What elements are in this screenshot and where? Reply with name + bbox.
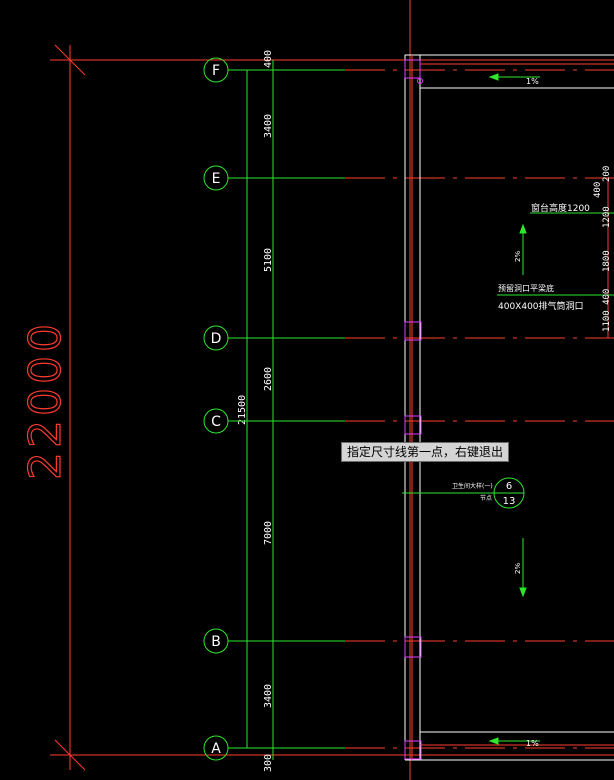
detail-sheet: 13 xyxy=(503,496,516,507)
slope-bottom-text: 1% xyxy=(526,739,539,748)
slope-arrow-top xyxy=(488,73,540,81)
inner-red-walls xyxy=(411,55,614,760)
dim-seg-6: 3400 xyxy=(263,684,274,708)
detail-text: 卫生间大样(一) xyxy=(452,482,493,490)
slope-mid-1-text: 2% xyxy=(514,251,522,262)
side-dim-4: 1100 400 xyxy=(602,289,612,332)
side-dim-5: 200 xyxy=(602,166,612,182)
slope-top-text: 1% xyxy=(526,77,539,86)
dim-seg-3: 5100 xyxy=(263,248,274,272)
axis-bubble-B: B xyxy=(203,628,247,654)
window-sill-text: 窗台高度1200 xyxy=(531,202,590,214)
dim-seg-7: 300 xyxy=(263,754,274,772)
command-tooltip: 指定尺寸线第一点，右键退出 xyxy=(341,442,510,462)
axis-bubble-A: A xyxy=(203,735,247,761)
axis-label-E: E xyxy=(212,171,221,187)
dim-seg-1: 400 xyxy=(263,50,274,68)
axis-bubble-F: F xyxy=(203,57,247,83)
axis-bubble-E: E xyxy=(203,165,247,191)
axis-label-D: D xyxy=(211,331,222,347)
side-dimensions: 400 1200 1800 1100 400 200 xyxy=(593,166,612,332)
structural-columns xyxy=(404,59,423,760)
slope-arrow-bottom xyxy=(488,737,540,745)
overall-dimension xyxy=(50,44,614,771)
axis-bubble-C: C xyxy=(203,408,247,434)
side-dim-1: 400 xyxy=(593,182,603,198)
axis-dashed-lines xyxy=(345,69,614,749)
slope-arrow-mid-2 xyxy=(519,538,527,598)
detail-callout: 卫生间大样(一) 节点 6 13 xyxy=(402,477,525,509)
axis-label-F: F xyxy=(212,63,220,79)
side-dim-3: 1800 xyxy=(602,250,612,272)
slope-arrow-mid-1 xyxy=(519,223,527,275)
dim-seg-2: 3400 xyxy=(263,114,274,138)
axis-bubbles: F E D C B A xyxy=(203,57,247,761)
axis-label-B: B xyxy=(211,634,221,650)
dim-total: 21500 xyxy=(237,395,248,425)
building-walls xyxy=(404,54,614,761)
vent-opening-text: 400X400排气筒洞口 xyxy=(498,300,584,312)
dim-seg-4: 2600 xyxy=(263,367,274,391)
detail-sub-text: 节点 xyxy=(480,494,492,502)
reserved-opening-text: 预留洞口平梁底 xyxy=(498,283,554,293)
axis-dimension-lines xyxy=(240,60,280,760)
axis-label-C: C xyxy=(211,414,221,430)
window-annotation: 窗台高度1200 预留洞口平梁底 400X400排气筒洞口 xyxy=(497,202,614,312)
axis-label-A: A xyxy=(211,741,221,757)
overall-dimension-text: 22000 xyxy=(20,320,71,480)
detail-num: 6 xyxy=(506,481,512,492)
axis-bubble-D: D xyxy=(203,325,247,351)
side-dim-2: 1200 xyxy=(602,206,612,228)
dim-seg-5: 7000 xyxy=(263,521,274,545)
slope-mid-2-text: 2% xyxy=(514,563,522,574)
